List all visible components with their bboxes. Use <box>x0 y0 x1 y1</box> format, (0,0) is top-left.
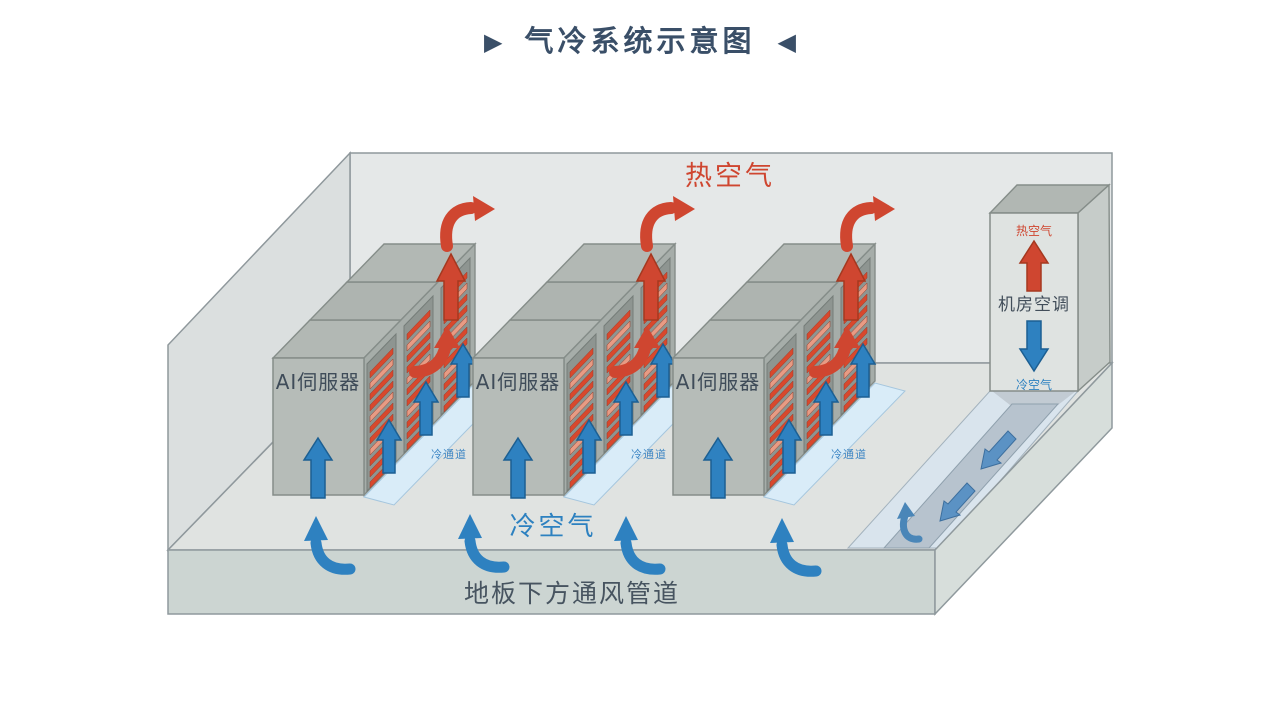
crac-hot-air-up-arrow <box>1018 239 1050 292</box>
crac-cold-air-down-arrow <box>1018 320 1050 373</box>
underfloor-duct-label: 地板下方通风管道 <box>464 579 680 608</box>
crac-front-face <box>989 212 1079 392</box>
cold-aisle-label-2: 冷通道 <box>631 447 667 461</box>
cold-air-supply-channel <box>846 390 1080 549</box>
cold-aisle-label-3: 冷通道 <box>831 447 867 461</box>
hot-air-label: 热空气 <box>685 161 775 192</box>
crac-name-label: 机房空调 <box>998 295 1070 315</box>
title-left-triangle-icon: ▶ <box>484 27 503 56</box>
rack-label-3: AI伺服器 <box>676 370 761 394</box>
title-text: 气冷系统示意图 <box>524 24 756 58</box>
underfloor-plenum <box>167 361 1113 616</box>
plenum-side-face <box>934 361 1113 616</box>
cold-air-label: 冷空气 <box>509 512 596 542</box>
crac-hot-air-label: 热空气 <box>1016 223 1052 238</box>
rack-label-2: AI伺服器 <box>476 370 561 394</box>
page-title: ▶ 气冷系统示意图 ◀ <box>0 27 1280 56</box>
crac-side-face <box>1077 183 1111 393</box>
channel-step <box>992 391 1076 405</box>
cold-air-curl-arrow <box>897 502 923 543</box>
crac-unit: 热空气 机房空调 冷空气 <box>988 183 1111 393</box>
crac-cold-air-label: 冷空气 <box>1016 377 1052 392</box>
rack-label-1: AI伺服器 <box>276 370 361 394</box>
cold-aisle-label-1: 冷通道 <box>431 447 467 461</box>
title-right-triangle-icon: ◀ <box>777 27 796 56</box>
